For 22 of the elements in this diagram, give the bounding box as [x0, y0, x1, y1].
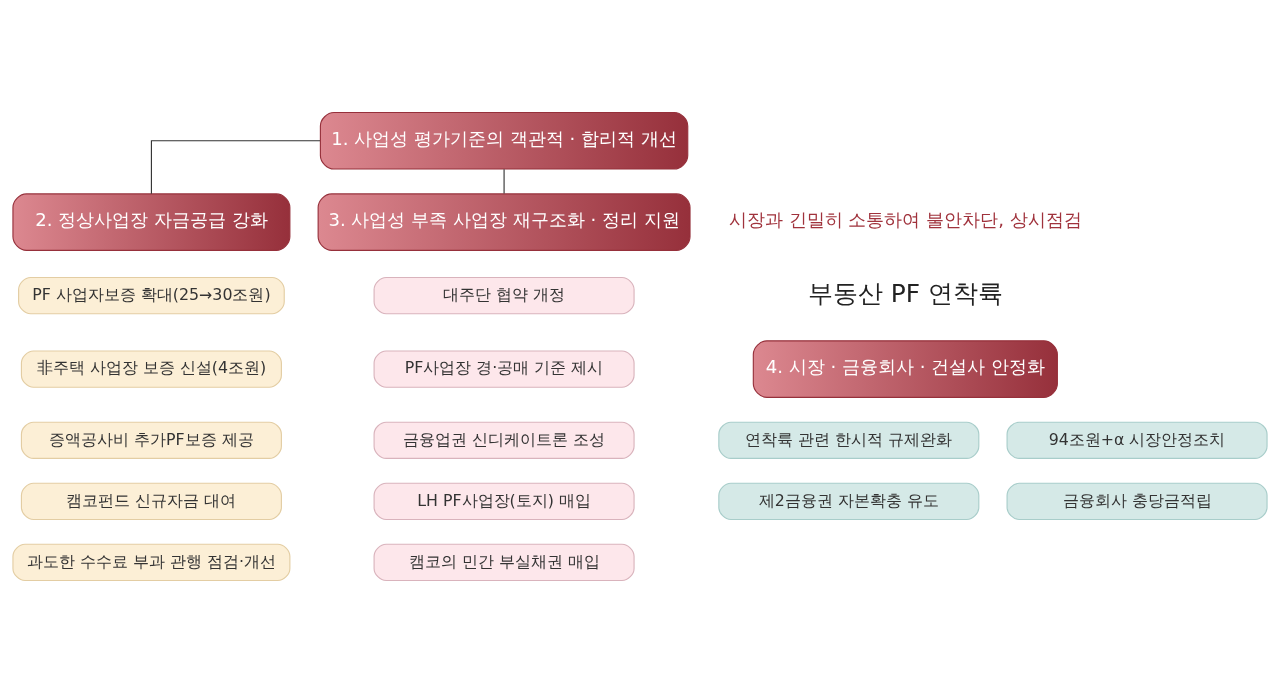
- node-box: 대주단 협약 개정: [373, 276, 635, 314]
- node-box: 금융업권 신디케이트론 조성: [373, 421, 635, 459]
- node-box: 금융회사 충당금적립: [1006, 482, 1268, 520]
- node-box: 연착륙 관련 한시적 규제완화: [718, 421, 980, 459]
- node-box: 캠코의 민간 부실채권 매입: [373, 543, 635, 581]
- label: 부동산 PF 연착륙: [807, 278, 1003, 308]
- node-box: PF사업장 경·공매 기준 제시: [373, 349, 635, 388]
- node-box: 1. 사업성 평가기준의 객관적 · 합리적 개선: [319, 111, 689, 170]
- node-box: LH PF사업장(토지) 매입: [373, 482, 635, 520]
- node-box: 캠코펀드 신규자금 대여: [20, 482, 282, 520]
- connector: [503, 168, 505, 194]
- label: 시장과 긴밀히 소통하여 불안차단, 상시점검: [728, 208, 1082, 230]
- node-box: PF 사업자보증 확대(25→30조원): [18, 276, 285, 314]
- node-box: 과도한 수수료 부과 관행 점검·개선: [12, 543, 291, 581]
- node-box: 非주택 사업장 보증 신설(4조원): [20, 349, 282, 388]
- node-box: 4. 시장 · 금융회사 · 건설사 안정화: [752, 339, 1058, 398]
- node-box: 제2금융권 자본확충 유도: [718, 482, 980, 520]
- node-box: 94조원+α 시장안정조치: [1006, 421, 1268, 459]
- node-box: 증액공사비 추가PF보증 제공: [20, 421, 282, 459]
- node-box: 3. 사업성 부족 사업장 재구조화 · 정리 지원: [317, 192, 691, 251]
- connector: [150, 139, 321, 194]
- node-box: 2. 정상사업장 자금공급 강화: [12, 192, 291, 251]
